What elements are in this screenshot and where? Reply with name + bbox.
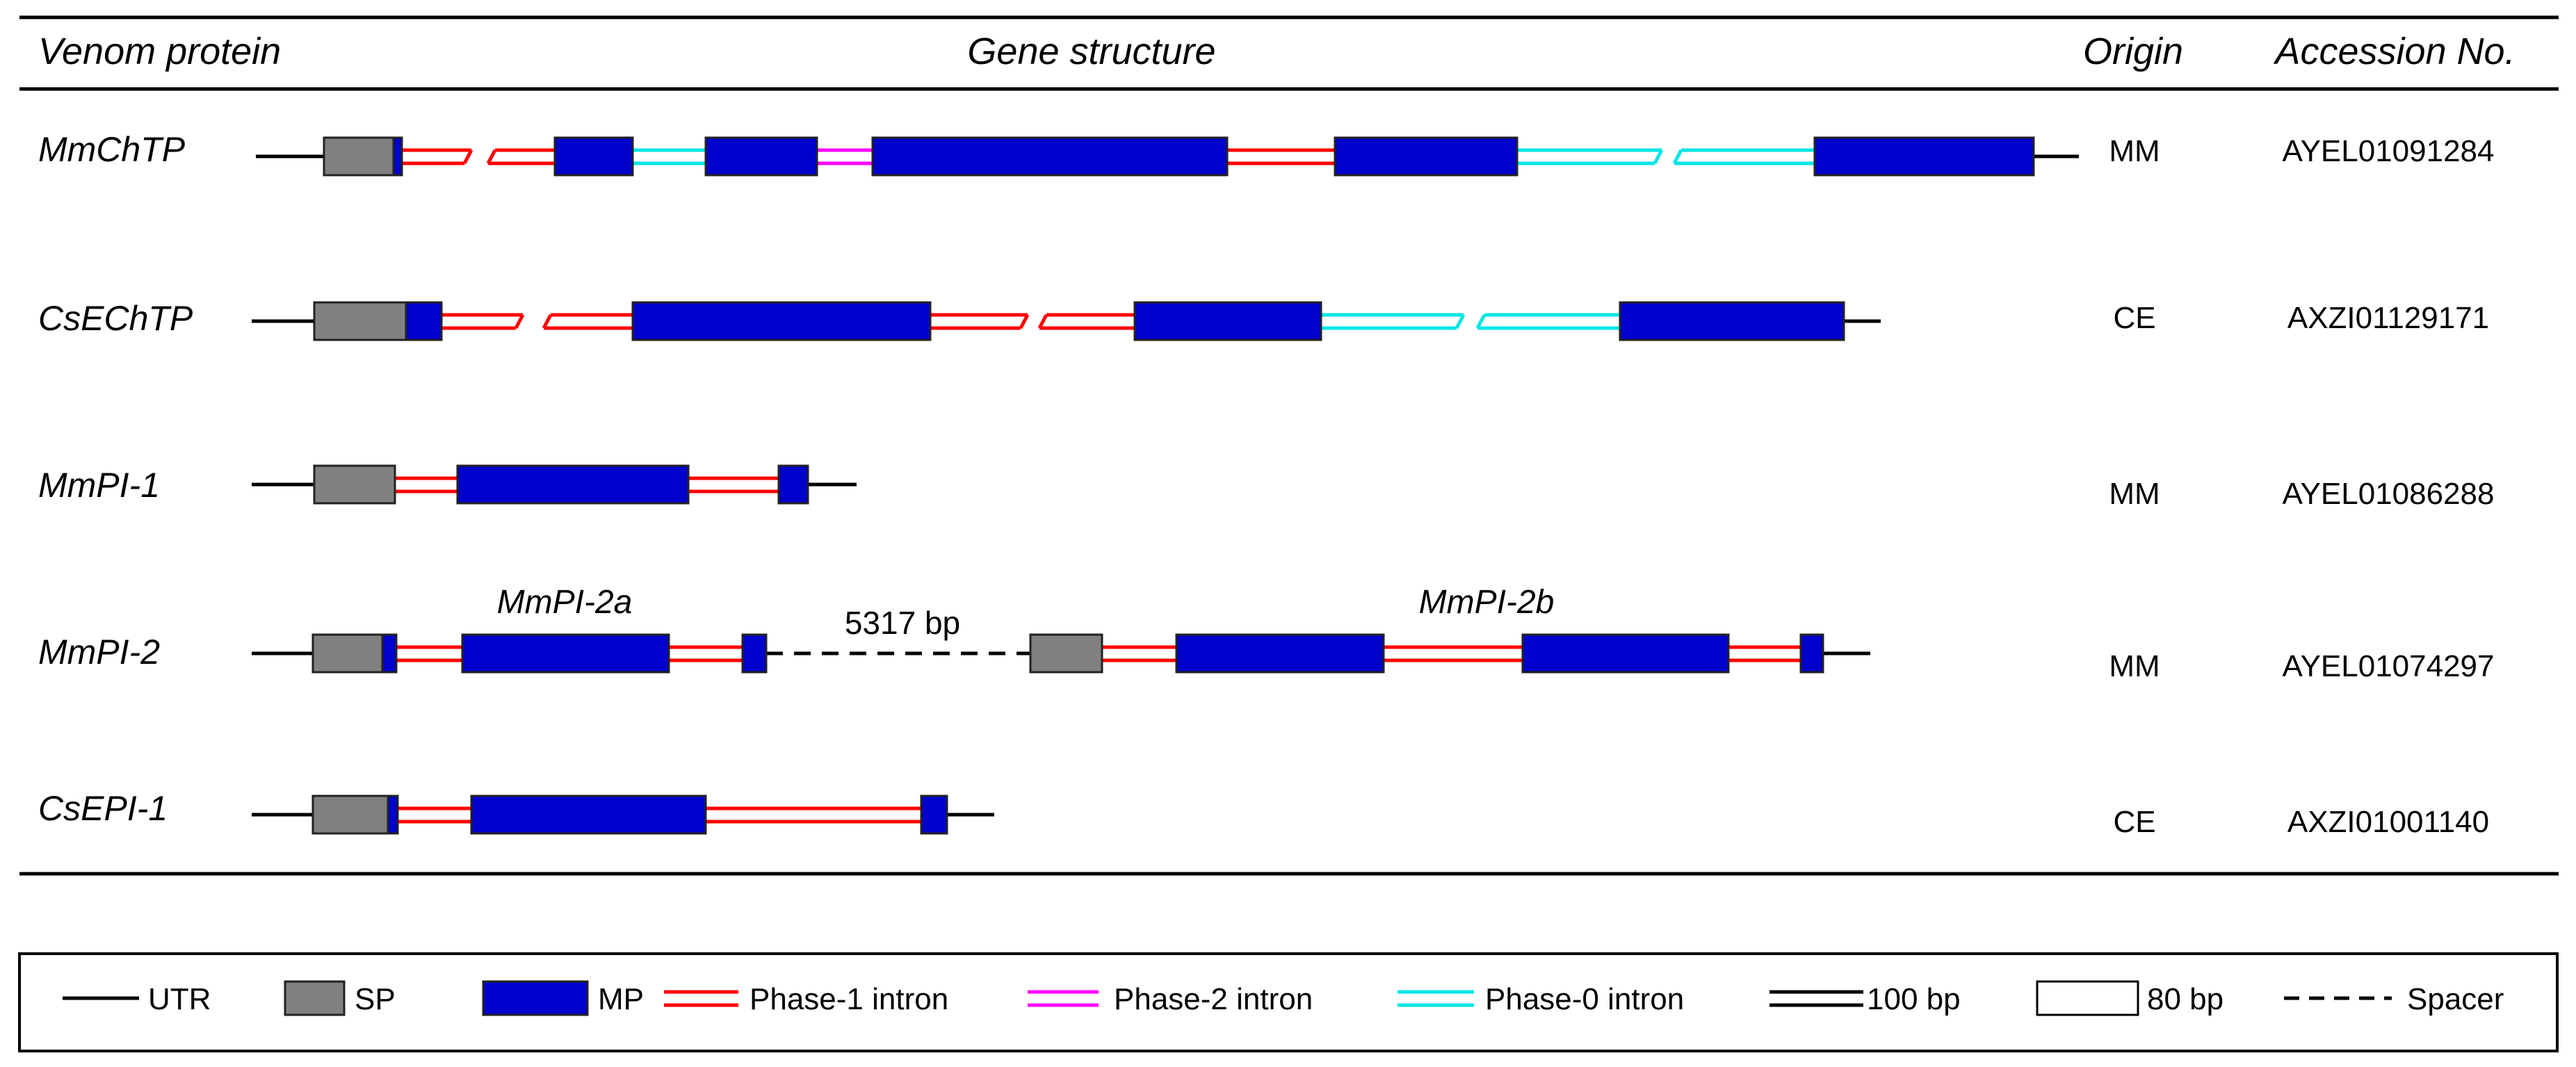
phase0-intron-break <box>1672 149 1683 165</box>
phase1-intron-break <box>542 313 553 329</box>
accession-csechtp: AXZI01129171 <box>2287 301 2489 335</box>
origin-mmchtp: MM <box>2109 134 2160 168</box>
gene-model-mmpi-2: MmPI-2a MmPI-2b 5317 bp <box>252 584 1870 674</box>
phase1-intron-break <box>514 313 525 329</box>
legend-scale-box-label: 80 bp <box>2147 982 2223 1016</box>
row-label-mmpi-1: MmPI-1 <box>38 466 160 505</box>
signal-peptide-exon <box>311 795 389 835</box>
header-gene-structure: Gene structure <box>967 31 1215 72</box>
mature-peptide-exon <box>1334 136 1518 177</box>
signal-peptide-exon <box>313 464 396 505</box>
mature-peptide-exon <box>470 795 707 835</box>
legend-sp-label: SP <box>355 982 396 1016</box>
phase1-intron-break <box>1019 313 1030 329</box>
signal-peptide-exon <box>1029 633 1103 674</box>
mature-peptide-exon <box>553 136 634 177</box>
mature-peptide-exon <box>871 136 1229 177</box>
legend-mp-label: MP <box>598 982 644 1016</box>
header-accession: Accession No. <box>2273 31 2515 72</box>
mature-peptide-exon <box>777 464 809 505</box>
mature-peptide-exon <box>1133 301 1322 341</box>
mature-peptide-exon <box>704 136 818 177</box>
phase1-intron-break <box>462 149 473 165</box>
mature-peptide-exon <box>1521 633 1730 674</box>
row-label-csepi-1: CsEPI-1 <box>38 789 168 828</box>
mature-peptide-exon <box>456 464 690 505</box>
legend-phase2-label: Phase-2 intron <box>1114 982 1313 1016</box>
mature-peptide-exon <box>741 633 768 674</box>
accession-csepi-1: AXZI01001140 <box>2287 805 2489 839</box>
row-label-mmpi-2: MmPI-2 <box>38 633 160 671</box>
mature-peptide-exon <box>631 301 932 341</box>
mature-peptide-exon <box>1799 633 1824 674</box>
origin-mmpi-2: MM <box>2109 649 2160 683</box>
signal-peptide-exon <box>311 633 384 674</box>
subgene-label-mmpi-2b: MmPI-2b <box>1419 584 1555 621</box>
phase1-intron-break <box>486 149 497 165</box>
mature-peptide-exon <box>1619 301 1845 341</box>
header-venom-protein: Venom protein <box>38 31 281 72</box>
gene-model-mmchtp <box>256 136 2079 177</box>
mature-peptide-exon <box>405 301 443 341</box>
legend-spacer-label: Spacer <box>2407 982 2504 1016</box>
legend-utr-label: UTR <box>148 982 211 1016</box>
gene-model-mmpi-1 <box>252 464 857 505</box>
signal-peptide-exon <box>313 301 407 341</box>
row-label-csechtp: CsEChTP <box>38 299 193 338</box>
accession-mmpi-2: AYEL01074297 <box>2282 649 2494 683</box>
origin-csepi-1: CE <box>2113 805 2155 839</box>
signal-peptide-exon <box>323 136 395 177</box>
gene-model-csechtp <box>252 301 1881 341</box>
origin-mmpi-1: MM <box>2109 477 2160 511</box>
gene-model-csepi-1 <box>252 795 994 835</box>
mature-peptide-exon <box>920 795 948 835</box>
mature-peptide-exon <box>1175 633 1385 674</box>
spacer-length-label: 5317 bp <box>845 605 960 641</box>
accession-mmchtp: AYEL01091284 <box>2282 134 2494 168</box>
legend-sp-swatch <box>284 980 346 1016</box>
subgene-label-mmpi-2a: MmPI-2a <box>497 584 633 621</box>
legend-mp-swatch <box>482 980 589 1016</box>
legend-scale-box-swatch <box>2036 980 2139 1016</box>
phase0-intron-break <box>1455 313 1466 329</box>
accession-mmpi-1: AYEL01086288 <box>2282 477 2494 511</box>
row-label-mmchtp: MmChTP <box>38 130 186 169</box>
legend-scale-line-label: 100 bp <box>1867 982 1961 1016</box>
legend-phase0-label: Phase-0 intron <box>1485 982 1684 1016</box>
mature-peptide-exon <box>387 795 399 835</box>
legend-phase1-label: Phase-1 intron <box>750 982 948 1016</box>
mature-peptide-exon <box>461 633 670 674</box>
phase0-intron-break <box>1653 149 1664 165</box>
header-origin: Origin <box>2083 31 2183 72</box>
mature-peptide-exon <box>381 633 398 674</box>
mature-peptide-exon <box>392 136 403 177</box>
origin-csechtp: CE <box>2113 301 2155 335</box>
phase0-intron-break <box>1475 313 1487 329</box>
legend: UTR SP MP Phase-1 intron Phase-2 intron … <box>18 952 2559 1052</box>
phase1-intron-break <box>1037 313 1048 329</box>
mature-peptide-exon <box>1813 136 2035 177</box>
